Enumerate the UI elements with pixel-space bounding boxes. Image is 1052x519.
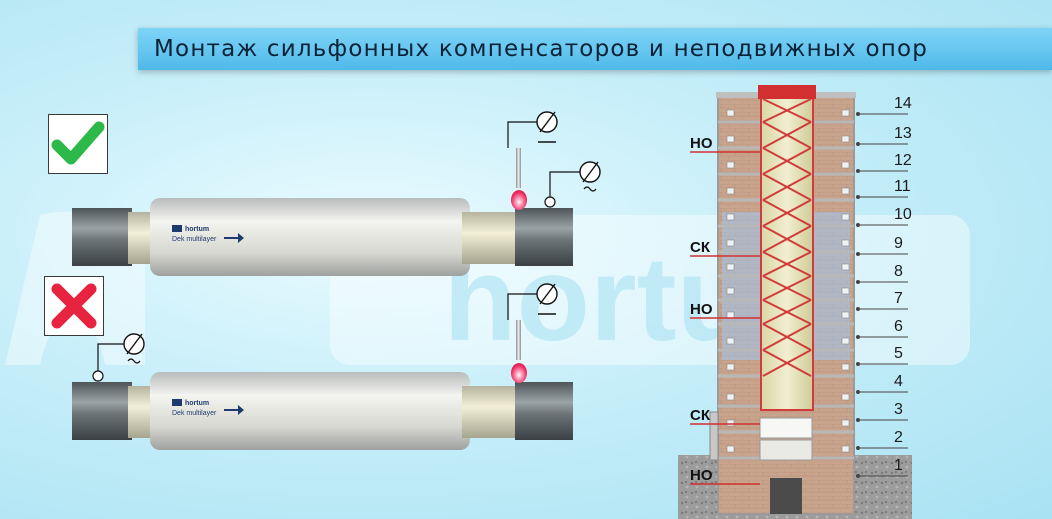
floor-number: 6 [894,318,903,335]
cross-icon [51,283,97,329]
window [841,213,850,221]
riser-brace [762,98,812,123]
support-label: НО [690,301,713,318]
window [841,445,850,453]
pipe-assembly-incorrect: hortum Dek multilayer [72,283,573,450]
hortum-logo: hortum [172,225,209,233]
window [726,393,735,401]
product-label: Dek multilayer [172,236,217,243]
riser-brace [762,349,812,377]
brand-label: hortum [185,400,209,407]
floor-number: 13 [894,125,912,142]
window [726,187,735,195]
floor-number: 9 [894,235,903,252]
window [841,287,850,295]
window [726,161,735,169]
riser-bracing [762,98,812,377]
support-label: СК [690,407,711,424]
window [841,419,850,427]
window [726,445,735,453]
entrance-door [770,478,802,514]
floor-number-labels: 14 13 12 11 10 9 8 7 6 5 4 3 2 1 [856,95,912,478]
floor-number: 8 [894,263,903,280]
check-icon [51,121,105,165]
floor-number: 7 [894,290,903,307]
product-label: Dek multilayer [172,410,217,417]
riser-brace [762,121,812,149]
brand-label: hortum [185,226,209,233]
riser-brace [762,299,812,325]
window [726,287,735,295]
window [841,161,850,169]
window [841,187,850,195]
roof-cap [758,85,816,99]
floor-number: 3 [894,401,903,418]
incorrect-mark-box [44,276,104,336]
riser-brace [762,199,812,227]
support-label: СК [690,239,711,256]
flame-icon [511,190,527,210]
window [726,109,735,117]
riser-shaft [760,95,814,411]
riser-brace [762,225,812,253]
welding-rod-icon [516,320,521,360]
window [841,239,850,247]
floor-number: 4 [894,373,903,390]
pipes-diagram: hortum Dek multilayer hortum Dek multila… [72,111,601,450]
floor-number: 1 [894,457,903,474]
floor-number: 12 [894,152,912,169]
window [726,239,735,247]
riser-brace [762,323,812,351]
window [841,263,850,271]
support-labels: НО СК НО СК НО [690,135,760,485]
lobby-window [759,417,813,439]
window [726,311,735,319]
window [841,393,850,401]
window [726,363,735,371]
window [841,363,850,371]
floor-number: 2 [894,429,903,446]
window [726,337,735,345]
riser-brace [762,251,812,277]
pipe-assembly-correct: hortum Dek multilayer [72,111,601,276]
window [841,109,850,117]
welding-rod-icon [516,148,521,188]
window [726,419,735,427]
floor-number: 10 [894,206,912,223]
lobby-window [759,439,813,461]
title-bar: Монтаж сильфонных компенсаторов и неподв… [138,28,1052,70]
correct-mark-box [48,114,108,174]
window [841,135,850,143]
riser-brace [762,173,812,201]
page-title: Монтаж сильфонных компенсаторов и неподв… [154,36,929,62]
hortum-logo: hortum [172,399,209,407]
flow-arrow-icon [224,233,244,243]
flame-icon [511,363,527,383]
floor-number: 14 [894,95,912,112]
window [726,135,735,143]
window [726,213,735,221]
riser-brace [762,275,812,301]
support-label: НО [690,467,713,484]
window [841,311,850,319]
window [841,337,850,345]
riser-brace [762,147,812,175]
window [726,263,735,271]
support-label: НО [690,135,713,152]
floor-number: 11 [894,178,911,195]
flow-arrow-icon [224,405,244,415]
floor-number: 5 [894,345,903,362]
